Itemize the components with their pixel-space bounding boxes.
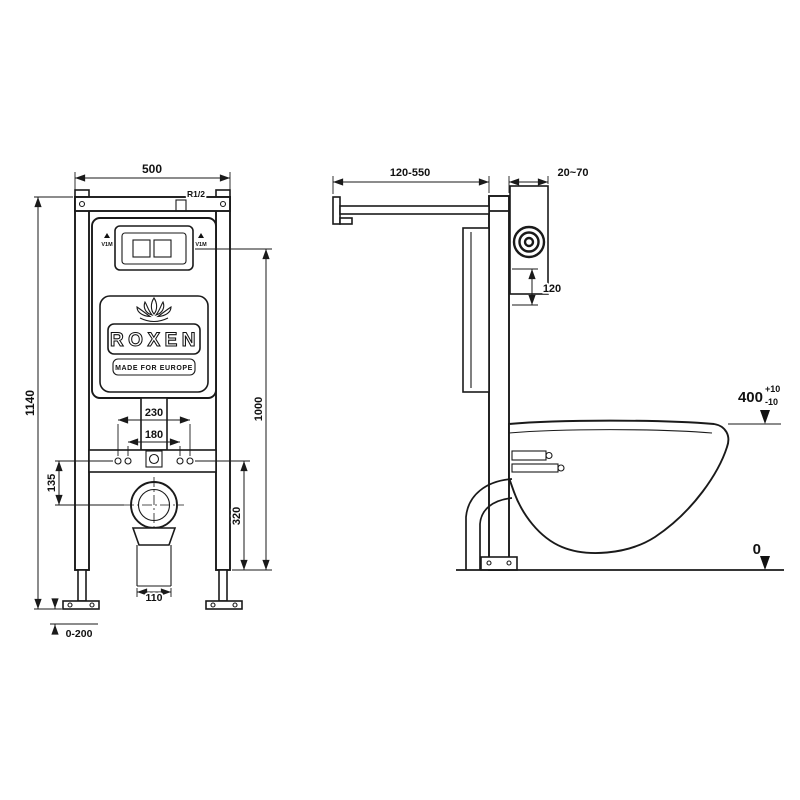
brand-slogan-box [112, 358, 196, 376]
dim-bolt-inner-label: 180 [145, 429, 163, 441]
frame-rail-left [74, 196, 90, 571]
dim-leg-gap-label: 110 [146, 592, 163, 604]
dim-panel-height: 1000 [195, 248, 272, 570]
dim-bracket-height: 135 [44, 460, 124, 506]
leg-left [77, 569, 87, 602]
bolt-hole [124, 457, 132, 465]
foot-bolt [89, 602, 95, 608]
drain-bracket [131, 527, 177, 546]
dim-height-label: 1140 [23, 390, 37, 416]
frame-rail-right [215, 196, 231, 571]
bolt-hole [186, 457, 194, 465]
datum-400: 400 +10 -10 [728, 384, 781, 425]
arm-bracket-foot [339, 217, 353, 225]
fixing-nut [545, 451, 553, 460]
waste-pipe-inner [479, 497, 513, 570]
mark-right-label: V1M [195, 242, 207, 248]
side-view: 120-550 20~70 120 400 +10 -10 0 [332, 165, 784, 571]
dim-wall-offset: 20~70 [508, 165, 590, 193]
dim-arm-range: 120-550 [332, 165, 490, 194]
mark-triangle-right [198, 233, 204, 238]
datum-floor: 0 [753, 541, 770, 570]
top-tab-right [215, 189, 231, 198]
bowl-rim-line [508, 429, 713, 434]
dim-wall-label: 20~70 [558, 167, 589, 179]
side-frame-rail [488, 195, 510, 571]
bolt-hole [114, 457, 122, 465]
bowl-height-value: 400 [738, 389, 763, 406]
top-tab-left [74, 189, 90, 198]
mark-triangle-left [104, 233, 110, 238]
fixing-nut [557, 464, 565, 472]
water-inlet-fitting [175, 199, 187, 212]
corner-bolt [78, 200, 86, 208]
center-fitting-hole [148, 453, 160, 465]
dim-depth-label: 120 [543, 283, 561, 295]
corner-bolt [219, 200, 227, 208]
brand-name-box [107, 323, 201, 355]
leg-right [218, 569, 228, 602]
level-arrow-icon [760, 410, 770, 424]
dim-panel-label: 1000 [253, 397, 265, 421]
side-cistern [462, 227, 490, 393]
dim-outlet-label: 320 [231, 507, 243, 525]
flush-plate [114, 225, 194, 271]
foot-bolt [232, 602, 238, 608]
mark-left-label: V1M [101, 242, 113, 248]
bowl-height-tol-minus: -10 [765, 397, 778, 407]
dim-bracket-label: 135 [46, 474, 58, 492]
dim-frame-depth: 120 [512, 268, 563, 306]
flush-button-left [132, 239, 151, 258]
foot-bolt [210, 602, 216, 608]
toilet-bowl [508, 419, 730, 554]
bolt-hole [176, 457, 184, 465]
dim-bolt-outer-label: 230 [145, 407, 163, 419]
waste-pipe-outer [465, 478, 513, 570]
dim-front-height: 1140 [21, 196, 73, 610]
hose-coil-icon [512, 225, 546, 259]
flush-button-right [153, 239, 172, 258]
dim-leg-adjust-label: 0-200 [66, 628, 93, 640]
dim-outlet-height: 320 [195, 460, 272, 571]
flush-plate-inner [121, 232, 187, 265]
wall-bracket-plate [509, 185, 549, 295]
lotus-icon [136, 297, 172, 323]
inlet-label: R1/2 [187, 189, 205, 199]
dim-bolt-outer: 230 [117, 405, 191, 456]
dim-arm-label: 120-550 [390, 167, 430, 179]
dim-width-label: 500 [142, 162, 162, 176]
front-view: V1M V1M ROXEN MADE FOR EUROPE [21, 160, 272, 642]
center-fitting [145, 450, 163, 468]
foot-bolt [67, 602, 73, 608]
foot-bolt [506, 560, 512, 566]
dim-leg-gap: 110 [136, 588, 172, 606]
brand-panel: ROXEN MADE FOR EUROPE [99, 295, 209, 393]
frame-top-bar [74, 196, 231, 212]
level-arrow-icon [760, 556, 770, 570]
side-foot-plate [480, 556, 518, 571]
foot-plate-right [205, 600, 243, 610]
brand-name: ROXEN [110, 330, 200, 351]
dim-leg-adjust: 0-200 [50, 598, 98, 642]
arm-bracket [332, 196, 341, 225]
foot-bolt [486, 560, 492, 566]
floor-datum-value: 0 [753, 541, 761, 558]
support-arm [339, 205, 490, 215]
dim-bolt-inner: 180 [127, 427, 181, 456]
bowl-height-tol-plus: +10 [765, 384, 780, 394]
foot-plate-left [62, 600, 100, 610]
dim-front-width: 500 [74, 160, 231, 194]
brand-slogan: MADE FOR EUROPE [115, 365, 193, 372]
